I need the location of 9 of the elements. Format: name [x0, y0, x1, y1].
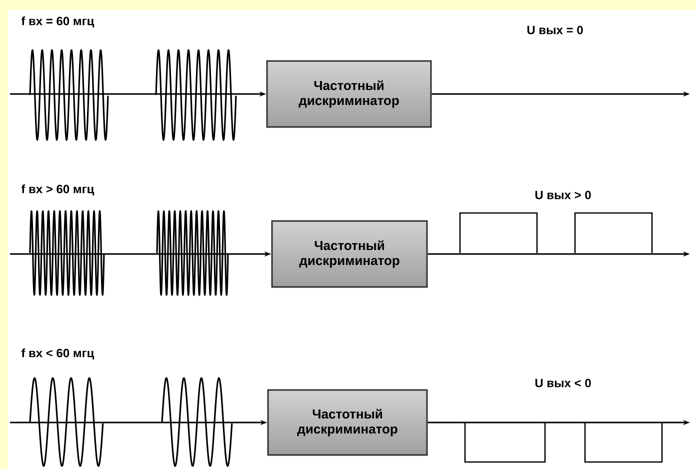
- signal-label: U вых = 0: [527, 26, 583, 34]
- discriminator-box: Частотный дискриминатор: [266, 60, 432, 128]
- discriminator-box: Частотный дискриминатор: [271, 220, 428, 288]
- signal-label: f вх = 60 мгц: [21, 16, 94, 28]
- discriminator-box: Частотный дискриминатор: [267, 389, 428, 456]
- signal-label: f вх > 60 мгц: [21, 184, 94, 196]
- signal-label: U вых > 0: [535, 190, 591, 200]
- signal-label: f вх < 60 мгц: [21, 348, 94, 360]
- signal-label: U вых < 0: [535, 378, 591, 388]
